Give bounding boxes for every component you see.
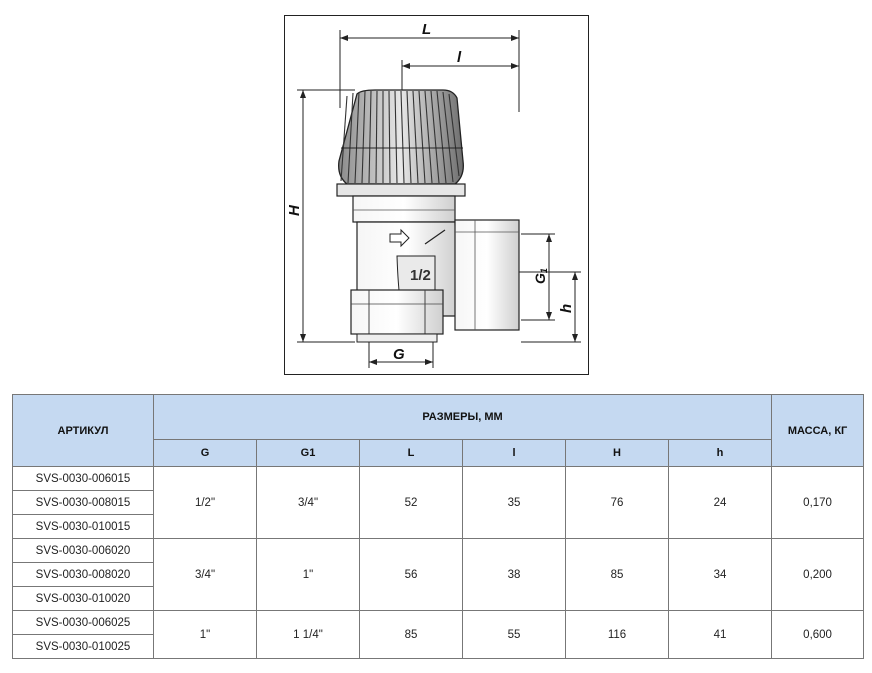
table-row: SVS-0030-010015 <box>12 514 864 539</box>
spec-table: АРТИКУЛ РАЗМЕРЫ, ММ МАССА, КГ G G1 L l H… <box>12 394 865 659</box>
article-cell: SVS-0030-010025 <box>12 634 154 659</box>
cell-h: 34 <box>667 538 773 611</box>
cell-l: 55 <box>462 610 566 659</box>
cell-L: 85 <box>359 610 463 659</box>
valve-neck <box>352 195 456 223</box>
valve-drawing-svg: 1/2 <box>286 21 581 368</box>
cell-G: 1" <box>153 610 257 659</box>
cell-l: 35 <box>462 466 566 539</box>
article-cell: SVS-0030-006015 <box>12 466 154 491</box>
table-row: SVS-0030-006020 3/4" 1" 56 38 85 34 0,20… <box>12 538 865 611</box>
cell-h: 41 <box>667 610 773 659</box>
cell-H: 85 <box>565 538 669 611</box>
cell-l: 38 <box>462 538 566 611</box>
article-cell: SVS-0030-008015 <box>12 490 154 515</box>
cell-H: 76 <box>565 466 669 539</box>
cell-L: 52 <box>359 466 463 539</box>
dimension-lines <box>297 30 581 368</box>
table-row: SVS-0030-010020 <box>12 586 864 611</box>
dim-label-G: G <box>393 346 405 363</box>
article-cell: SVS-0030-010020 <box>12 586 154 611</box>
header-col-G: G <box>153 439 257 467</box>
cell-G1: 1 1/4" <box>256 610 360 659</box>
side-outlet <box>454 219 520 331</box>
cell-mass: 0,170 <box>771 466 865 539</box>
ribbed-cap <box>336 89 466 197</box>
cell-mass: 0,600 <box>771 610 865 659</box>
header-col-l: l <box>462 439 566 467</box>
dim-label-L: L <box>422 21 431 38</box>
header-dimensions: РАЗМЕРЫ, ММ <box>152 394 773 440</box>
header-col-G1: G1 <box>256 439 360 467</box>
valve-drawing: 1/2 <box>284 15 589 375</box>
table-row: SVS-0030-006025 1" 1 1/4" 85 55 116 41 0… <box>12 610 865 659</box>
header-article: АРТИКУЛ <box>12 394 154 467</box>
cell-mass: 0,200 <box>771 538 865 611</box>
article-cell: SVS-0030-006020 <box>12 538 154 563</box>
cell-H: 116 <box>565 610 669 659</box>
header-col-h: h <box>667 439 773 467</box>
table-row: SVS-0030-010025 <box>12 634 864 659</box>
cell-G1: 1" <box>256 538 360 611</box>
header-col-L: L <box>359 439 463 467</box>
table-row: SVS-0030-008020 <box>12 562 864 587</box>
flow-arrow-icon <box>389 228 410 248</box>
article-cell: SVS-0030-008020 <box>12 562 154 587</box>
bottom-nut <box>350 289 444 343</box>
dimension-arrows <box>300 35 578 365</box>
thread-size-label: 1/2 <box>410 267 431 284</box>
table-row: SVS-0030-006015 1/2" 3/4" 52 35 76 24 0,… <box>12 466 865 539</box>
dim-label-h: h <box>558 304 575 313</box>
cell-h: 24 <box>667 466 773 539</box>
cell-L: 56 <box>359 538 463 611</box>
dim-label-H: H <box>286 204 303 216</box>
header-col-H: H <box>565 439 669 467</box>
header-mass: МАССА, КГ <box>771 394 865 467</box>
dim-label-l: l <box>457 49 462 66</box>
cell-G: 1/2" <box>153 466 257 539</box>
dim-label-G1: G1 <box>532 268 549 284</box>
cell-G: 3/4" <box>153 538 257 611</box>
article-cell: SVS-0030-010015 <box>12 514 154 539</box>
article-cell: SVS-0030-006025 <box>12 610 154 635</box>
cell-G1: 3/4" <box>256 466 360 539</box>
